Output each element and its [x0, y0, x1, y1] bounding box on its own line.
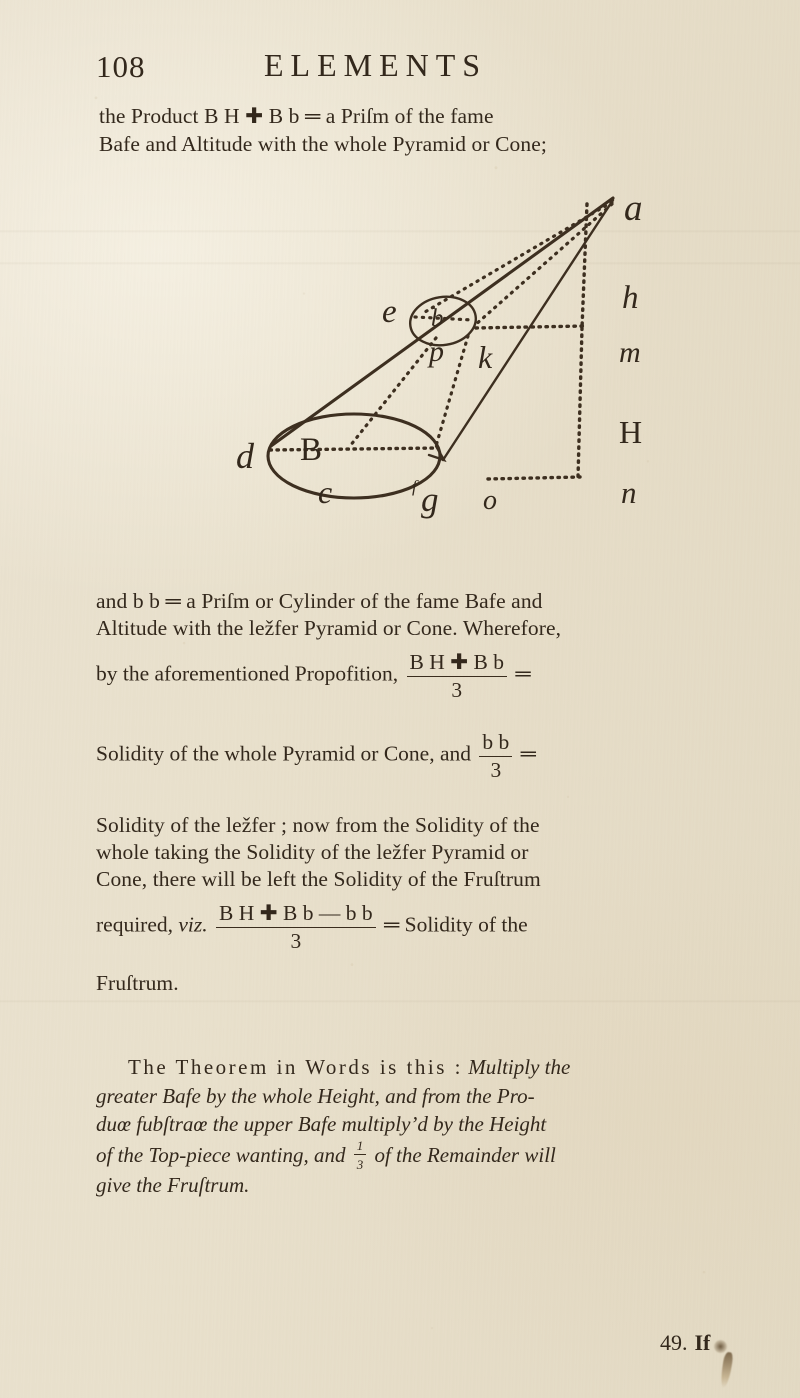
paragraph-top-line-1: the Product B H ✚ B b ═ a Priſm of the f…: [99, 104, 494, 128]
ink-blot: [714, 1340, 727, 1353]
fraction-bh-plus-bb-minus-bb-over-3: B H ✚ B b — b b 3: [216, 902, 376, 953]
paragraph-top-line-2: Bafe and Altitude with the whole Pyramid…: [99, 132, 547, 156]
formula-line-2: Solidity of the whole Pyramid or Cone, a…: [96, 731, 536, 782]
formula-2-equals-sign: ═: [520, 741, 536, 766]
figure-label-n: n: [621, 475, 637, 510]
figure-label-a: a: [624, 188, 643, 229]
figure-label-g: g: [421, 480, 439, 519]
fraction-bb-over-3: b b 3: [479, 731, 513, 782]
paragraph-mid-line-7: Cone, there will be left the Solidity of…: [96, 867, 541, 891]
formula-2-lead-text: Solidity of the whole Pyramid or Cone, a…: [96, 741, 472, 766]
figure-label-c: c: [318, 474, 332, 510]
figure-label-d: d: [236, 436, 255, 476]
figure-label-e: e: [382, 294, 397, 330]
figure-label-f: f: [412, 477, 419, 496]
paragraph-mid-line-6: whole taking the Solidity of the ležfer …: [96, 840, 529, 864]
fraction-3-numerator: B H ✚ B b — b b: [216, 902, 376, 928]
theorem-line-5: give the Fruſtrum.: [96, 1172, 250, 1197]
theorem-line-3: duœ fubſtraœ the upper Bafe multiply’d b…: [96, 1112, 547, 1136]
formula-3-trail-text: Solidity of the: [404, 912, 528, 937]
figure-label-m: m: [619, 336, 641, 369]
paragraph-top: the Product B H ✚ B b ═ a Priſm of the f…: [99, 103, 547, 157]
paragraph-mid-line-5: Solidity of the ležfer ; now from the So…: [96, 813, 540, 837]
formula-3-viz: viz.: [178, 912, 208, 937]
theorem-line-1-roman: The Theorem in Words is this :: [128, 1055, 464, 1079]
ink-smear: [719, 1351, 734, 1389]
fraction-third-denominator: 3: [356, 1156, 364, 1172]
formula-3-equals-sign: ═: [384, 912, 400, 937]
formula-line-3: required, viz. B H ✚ B b — b b 3 ═ Solid…: [96, 902, 528, 953]
figure-label-B: B: [300, 432, 322, 468]
formula-3-lead-text: required,: [96, 912, 179, 937]
fraction-1-denominator: 3: [451, 677, 463, 702]
formula-line-1: by the aforementioned Propofition, B H ✚…: [96, 651, 531, 702]
paragraph-middle: and b b ═ a Priſm or Cylinder of the fam…: [96, 588, 561, 642]
paragraph-theorem: The Theorem in Words is this : Multiply …: [96, 1053, 570, 1199]
fraction-1-numerator: B H ✚ B b: [406, 651, 507, 677]
theorem-line-2: greater Bafe by the whole Height, and fr…: [96, 1083, 535, 1108]
cone-frustum-diagram: .sl { stroke:#3d2f20; fill:none; stroke-…: [230, 178, 700, 553]
page-footer: 49.If: [660, 1330, 710, 1356]
figure-label-b: b: [431, 305, 444, 332]
paragraph-mid-line-9: Fruſtrum.: [96, 971, 179, 995]
figure-label-H: H: [619, 414, 642, 450]
fraction-2-numerator: b b: [479, 731, 513, 757]
figure-label-k: k: [478, 339, 493, 375]
formula-1-equals-sign: ═: [515, 661, 531, 686]
fraction-third-numerator: 1: [353, 1139, 367, 1155]
running-head: 108 ELEMENTS: [96, 47, 768, 93]
theorem-line-1-italic: Multiply the: [468, 1055, 571, 1079]
paragraph-mid-line-9-wrap: Fruſtrum.: [96, 970, 179, 997]
page-number: 108: [96, 49, 146, 84]
paragraph-middle-continued: Solidity of the ležfer ; now from the So…: [96, 812, 541, 893]
catchword: If: [694, 1330, 711, 1355]
fraction-3-denominator: 3: [290, 928, 302, 953]
figure-label-h: h: [622, 280, 639, 316]
fraction-bh-plus-bb-over-3: B H ✚ B b 3: [406, 651, 507, 702]
paragraph-mid-line-1: and b b ═ a Priſm or Cylinder of the fam…: [96, 589, 543, 613]
figure-label-o: o: [483, 485, 497, 516]
theorem-line-4-post: of the Remainder will: [369, 1142, 556, 1167]
fraction-2-denominator: 3: [490, 757, 502, 782]
figure-label-p: p: [427, 335, 444, 368]
paragraph-mid-line-2: Altitude with the ležfer Pyramid or Cone…: [96, 616, 562, 640]
signature-mark: 49.: [660, 1330, 688, 1355]
formula-1-lead-text: by the aforementioned Propofition,: [96, 661, 399, 686]
theorem-line-1: The Theorem in Words is this : Multiply …: [96, 1053, 570, 1082]
running-title: ELEMENTS: [264, 47, 488, 83]
theorem-line-4-pre: of the Top-piece wanting, and: [96, 1142, 351, 1167]
